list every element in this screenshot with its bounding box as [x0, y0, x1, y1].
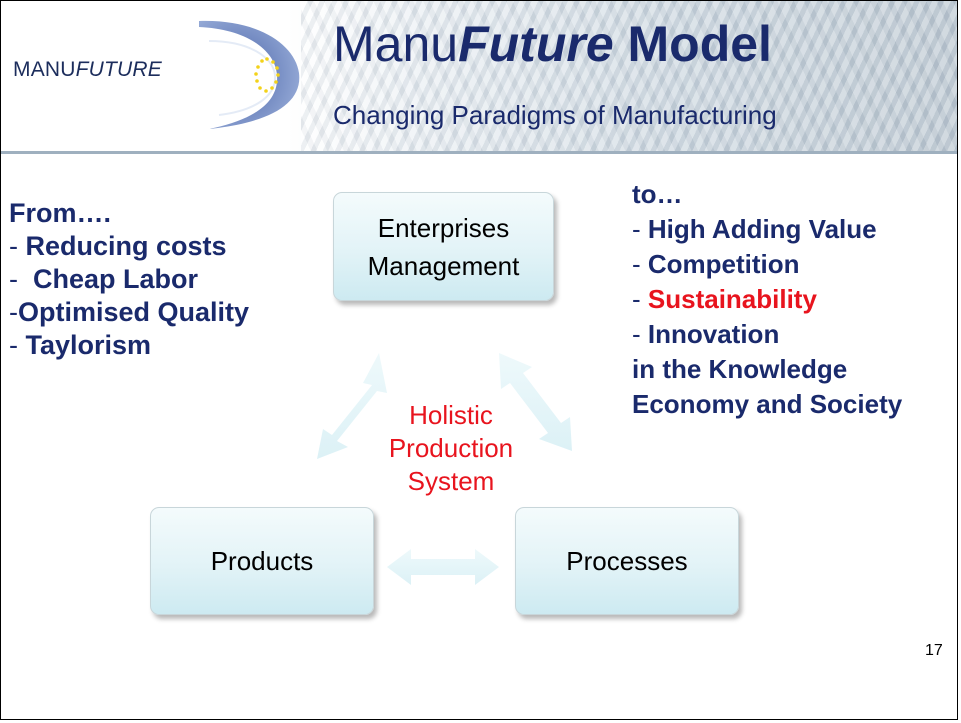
- box-label-line: Management: [367, 250, 520, 281]
- logo-suffix: FUTURE: [75, 58, 162, 81]
- center-label-line: Holistic: [409, 400, 493, 430]
- title-prefix: Manu: [333, 16, 459, 72]
- to-heading: to…: [632, 179, 683, 209]
- list-item: - Competition: [632, 249, 800, 279]
- from-heading: From….: [9, 198, 112, 228]
- list-tail-line: in the Knowledge: [632, 354, 848, 384]
- box-label: Products: [210, 546, 314, 576]
- double-arrow-icon: [499, 353, 572, 451]
- list-item: - Innovation: [632, 319, 780, 349]
- box-label-line: Enterprises: [377, 212, 510, 243]
- list-item: - Cheap Labor: [9, 264, 199, 294]
- eu-stars-icon: [254, 57, 280, 93]
- list-tail-line: Economy and Society: [632, 389, 903, 419]
- list-item: - High Adding Value: [632, 214, 877, 244]
- title-suffix: Model: [613, 16, 772, 72]
- manufuture-logo: MANUFUTURE: [13, 58, 162, 82]
- title-italic: Future: [458, 16, 614, 72]
- to-list: to… - High Adding Value - Competition - …: [632, 177, 902, 422]
- list-item: -Optimised Quality: [9, 297, 250, 327]
- header-photo-texture: [301, 1, 957, 151]
- holistic-production-system-label: Holistic Production System: [371, 399, 531, 498]
- slide-title: ManuFuture Model: [333, 15, 772, 73]
- list-item: - Reducing costs: [9, 231, 227, 261]
- eu-swoosh-emblem: [199, 20, 300, 130]
- processes-box: Processes: [515, 507, 739, 615]
- enterprises-management-box: Enterprises Management: [333, 192, 554, 301]
- double-arrow-icon: [387, 549, 499, 585]
- header-divider: [1, 151, 957, 154]
- logo-prefix: MANU: [13, 58, 76, 81]
- products-box: Products: [150, 507, 374, 615]
- slide-subtitle: Changing Paradigms of Manufacturing: [333, 100, 777, 130]
- header-banner: MANUFUTURE ManuFuture Model Changing Par…: [1, 1, 957, 151]
- page-number: 17: [925, 642, 943, 659]
- center-label-line: Production: [388, 433, 514, 463]
- double-arrow-icon: [317, 353, 387, 459]
- from-list: From…. - Reducing costs - Cheap Labor -O…: [9, 197, 249, 362]
- center-label-line: System: [407, 466, 495, 496]
- box-label: Processes: [566, 546, 688, 576]
- list-item-highlighted: - Sustainability: [632, 284, 817, 314]
- list-item: - Taylorism: [9, 330, 152, 360]
